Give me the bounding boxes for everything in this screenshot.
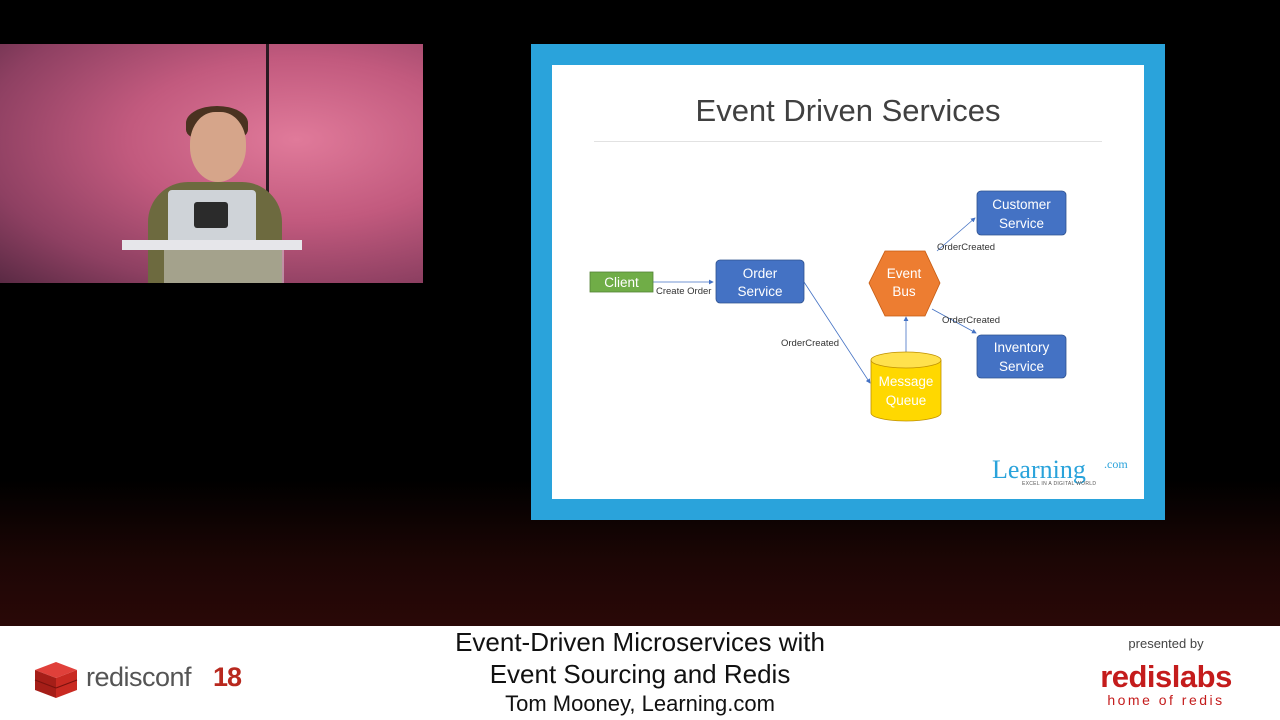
logo-suffix: .com <box>1104 457 1128 471</box>
conf-name: redisconf <box>86 662 192 692</box>
svg-text:Service: Service <box>737 284 782 299</box>
svg-text:Queue: Queue <box>886 393 927 408</box>
presented-by-label: presented by <box>1128 636 1204 651</box>
redis-cube-icon <box>34 662 78 698</box>
message-queue-node: Message Queue <box>870 351 942 422</box>
client-node: Client <box>589 271 654 293</box>
video-stage: Event Driven Services Create Order Order… <box>0 0 1280 626</box>
event-bus-node: Event Bus <box>868 250 941 317</box>
inventory-service-node: Inventory Service <box>976 334 1067 379</box>
slide-frame: Event Driven Services Create Order Order… <box>531 44 1165 520</box>
talk-title: Event-Driven Microservices with Event So… <box>340 626 940 690</box>
talk-title-line2: Event Sourcing and Redis <box>489 659 791 689</box>
redislabs-tagline: home of redis <box>1107 692 1225 708</box>
laptop-sticker-icon <box>194 202 228 228</box>
redislabs-logo: redislabs <box>1100 659 1232 694</box>
speaker-camera-feed <box>0 44 423 283</box>
edge-bus-to-inventory <box>931 308 977 334</box>
architecture-diagram: Create Order OrderCreated OrderCreated O… <box>589 190 1067 422</box>
podium <box>122 240 302 250</box>
svg-text:Customer: Customer <box>992 197 1051 212</box>
learning-com-logo: Learning .com EXCEL IN A DIGITAL WORLD <box>992 455 1134 491</box>
conf-year: 18 <box>213 662 242 692</box>
svg-text:Message: Message <box>879 374 934 389</box>
logo-word: Learning <box>992 455 1086 484</box>
edge-label-order-created-queue: OrderCreated <box>781 338 839 349</box>
speaker-name: Tom Mooney, Learning.com <box>505 691 775 716</box>
title-divider <box>594 141 1102 142</box>
podium-stand <box>164 250 284 283</box>
slide-title: Event Driven Services <box>695 93 1001 128</box>
order-service-node: Order Service <box>715 259 805 304</box>
svg-text:Event: Event <box>887 266 922 281</box>
redisconf-logo: redisconf 18 <box>33 660 253 700</box>
edge-bus-to-customer <box>936 217 976 252</box>
svg-text:Service: Service <box>999 359 1044 374</box>
talk-title-line1: Event-Driven Microservices with <box>455 627 825 657</box>
edge-label-order-created-inventory: OrderCreated <box>942 315 1000 326</box>
customer-service-node: Customer Service <box>976 190 1067 236</box>
edge-label-create-order: Create Order <box>656 286 711 297</box>
svg-text:Order: Order <box>743 266 778 281</box>
microphone-stand <box>266 44 269 234</box>
svg-text:Service: Service <box>999 216 1044 231</box>
svg-text:Inventory: Inventory <box>994 340 1050 355</box>
lower-third: redisconf 18 Event-Driven Microservices … <box>0 626 1280 720</box>
edge-label-order-created-customer: OrderCreated <box>937 242 995 253</box>
logo-tagline: EXCEL IN A DIGITAL WORLD <box>1022 481 1097 487</box>
svg-text:Bus: Bus <box>892 284 916 299</box>
speaker-head <box>190 112 246 182</box>
edge-order-to-queue <box>803 281 871 384</box>
svg-text:Client: Client <box>604 275 639 290</box>
slide: Event Driven Services Create Order Order… <box>552 65 1144 499</box>
